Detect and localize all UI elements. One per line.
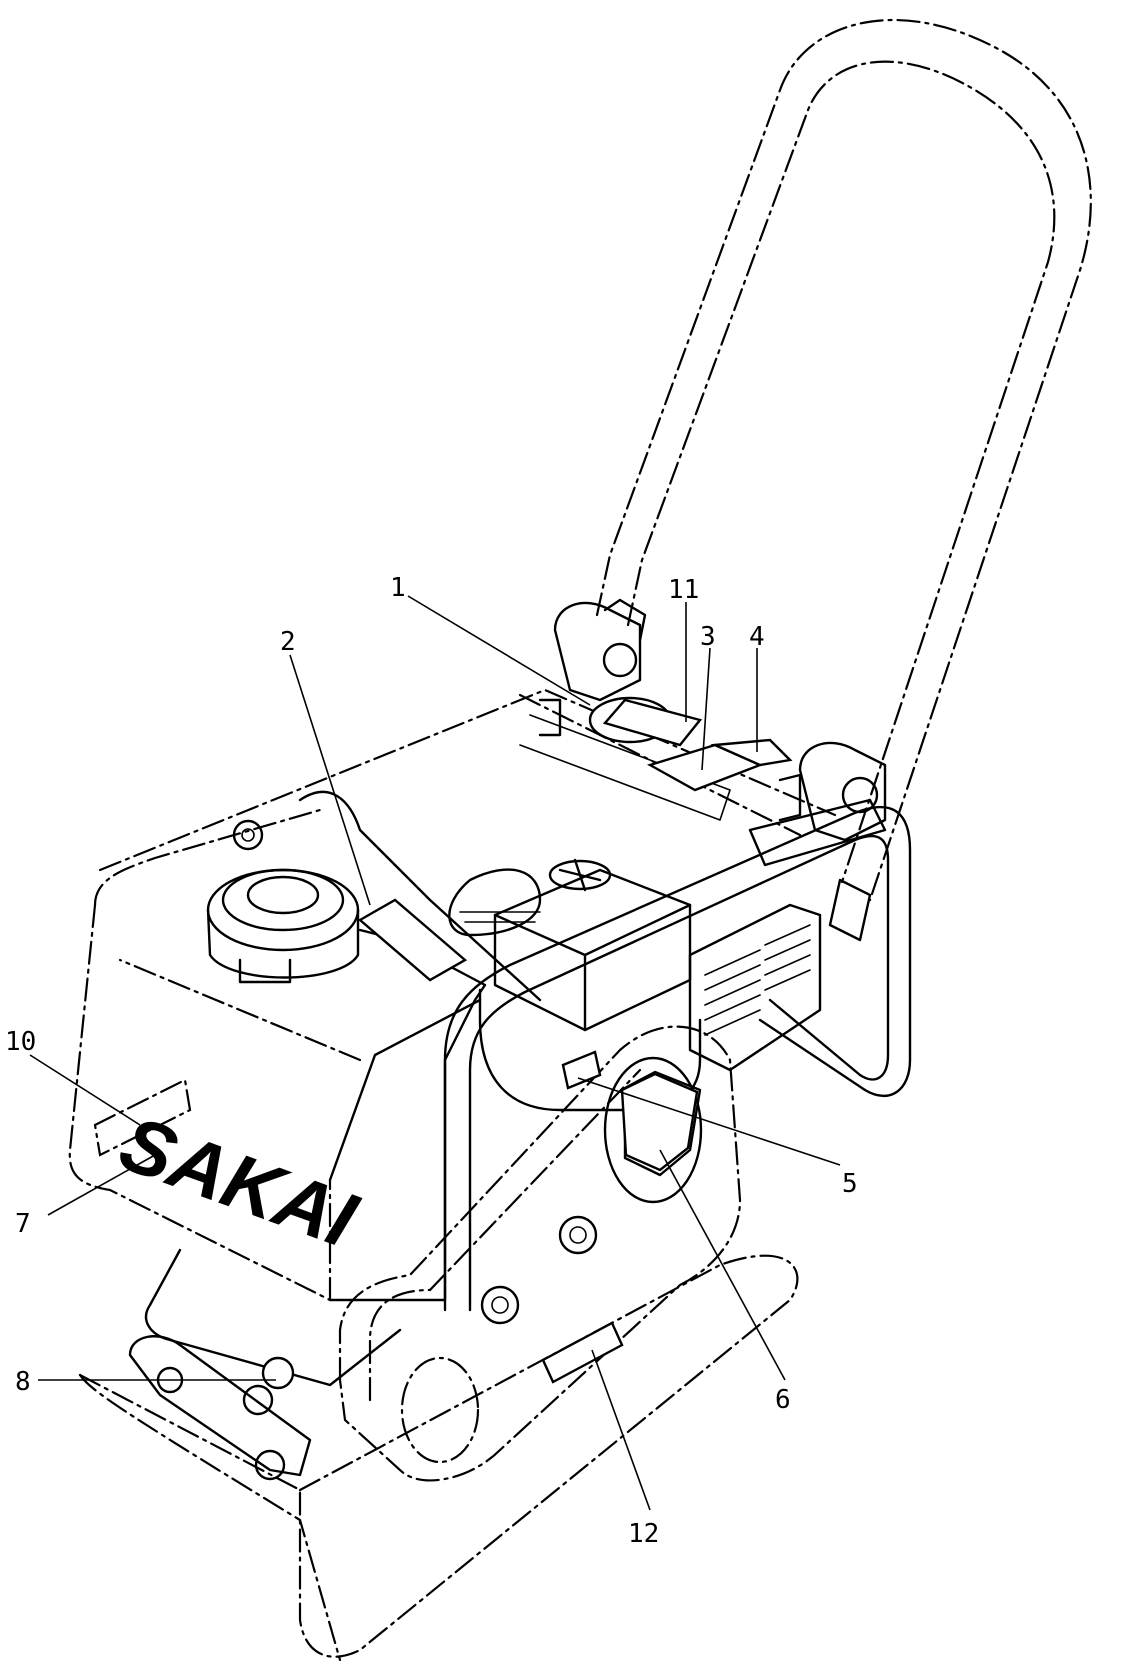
handle-bar	[595, 19, 1092, 942]
callout-2: 2	[280, 627, 296, 657]
callout-numbers: 1 2 3 4 5 6 7 8 10 11 12	[5, 573, 858, 1549]
decal-12-label	[541, 1321, 624, 1384]
callout-1: 1	[390, 573, 406, 603]
callout-7: 7	[15, 1209, 31, 1239]
right-handle-pivot	[778, 741, 887, 842]
callout-3: 3	[700, 622, 716, 652]
water-tank	[68, 808, 487, 1387]
sakai-logo: SAKAI	[109, 1098, 368, 1264]
callout-4: 4	[749, 622, 765, 652]
callout-5: 5	[842, 1169, 858, 1199]
callout-12: 12	[628, 1519, 659, 1549]
callout-11: 11	[668, 575, 699, 605]
decal-11-label	[602, 698, 703, 747]
callout-6: 6	[775, 1385, 791, 1415]
belt-cover	[338, 1025, 742, 1482]
logo-text: SAKAI	[109, 1098, 368, 1264]
decal-2-label	[357, 898, 468, 982]
decal-5-label	[561, 1050, 602, 1090]
leader-lines	[29, 595, 841, 1511]
top-frame	[98, 688, 887, 872]
left-handle-pivot	[538, 598, 647, 737]
decal-6-label	[620, 1072, 699, 1172]
muffler	[688, 903, 822, 1072]
callout-8: 8	[15, 1367, 31, 1397]
decal-8-round-label	[261, 1356, 295, 1390]
callout-10: 10	[5, 1027, 36, 1057]
base-plate	[78, 1254, 799, 1661]
decal-4-label	[710, 738, 793, 767]
decal-10-hidden-label	[93, 1078, 192, 1157]
engine	[298, 790, 702, 1112]
guard-frame	[443, 805, 912, 1312]
